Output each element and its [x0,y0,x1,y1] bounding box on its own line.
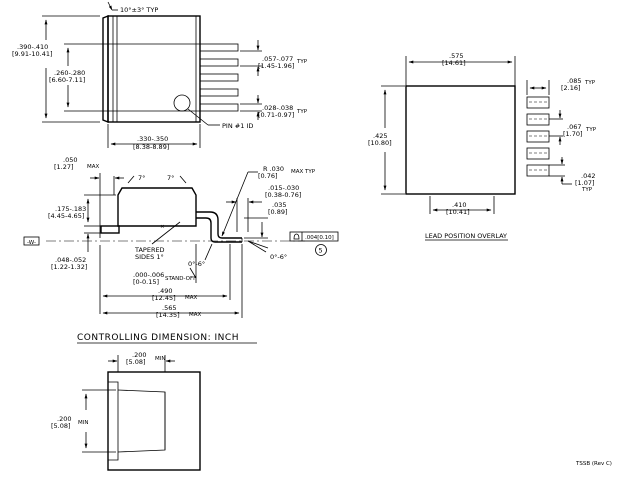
ov-h-mm-label: [10.80] [368,139,392,147]
height-mm-label: [4.45-4.65] [48,212,84,220]
revision-label: TSSB (Rev C) [575,461,612,467]
bot-h-in-label: .200 [57,415,71,423]
standoff-mm-label: [1.22-1.32] [51,263,87,271]
datum-w-label: -W- [27,240,36,246]
pitch-in-label: .057-.077 [262,55,293,63]
sof-mm-label: [0-0.15] [133,278,159,286]
height-in-label: .175-.183 [55,205,86,213]
overlay-leads [526,96,550,177]
ov-h-in-label: .425 [373,132,387,140]
padp-in-label: .067 [567,123,581,131]
len-max-label: MAX [185,295,198,301]
inner-mm-label: [6.60-7.11] [49,76,85,84]
bot-h-min-label: MIN [78,420,88,426]
tapered-line1: TAPERED [134,246,165,254]
total-max-label: MAX [189,312,202,318]
foot-in-label: .015-.030 [268,184,299,192]
tab-angle-label: 10°±3° TYP [120,6,158,14]
foot-mm-label: [0.38-0.76] [265,191,301,199]
datum-w-frame [23,236,40,246]
bot-w-min-label: MIN [155,356,165,362]
tapered-line2: SIDES 1° [135,253,164,261]
feature-control-frame: .004[0.10] 5 [289,231,339,256]
bot-h-mm-label: [5.08] [51,422,71,430]
controlling-dimension-note: CONTROLLING DIMENSION: INCH [77,333,239,343]
lead-position-overlay: .575 [14.61] .425 [10.80] .410 [10.41] [368,52,597,241]
padw-mm-label: [2.16] [561,84,581,92]
padh-in-label: .042 [581,172,595,180]
fcf-value-label: .004[0.10] [305,235,334,241]
bodylen-in-label: .330-.350 [137,135,168,143]
taper-mark-label: × [160,224,165,230]
padp-mm-label: [1.70] [563,130,583,138]
side-view: .050 [1.27] MAX 7° 7° -W- R .030 [0.76] … [23,156,339,319]
total-mm-label: [14.35] [156,311,180,319]
ov-w-mm-label: [14.61] [442,59,466,67]
sof-text-label: STAND-OFF [165,276,196,282]
package-body-side [100,187,243,243]
angle-lead-label: 0°-6° [188,260,205,268]
leadw-in-label: .028-.038 [262,104,293,112]
overlay-title: LEAD POSITION OVERLAY [425,232,507,240]
sof-in-label: .000-.006 [133,271,164,279]
standoff-in-label: .048-.052 [55,256,86,264]
padw-typ-label: TYP [584,80,596,86]
bot-w-mm-label: [5.08] [126,358,146,366]
thick-mm-label: [0.89] [268,208,288,216]
pin1-marker-icon [173,94,191,112]
radius-mm-label: [0.76] [258,172,278,180]
angle-foot-label: 0°-6° [270,253,287,261]
draft-left-label: 7° [138,174,145,182]
bottom-view: .200 [5.08] MIN .200 [5.08] MIN [51,351,201,471]
ov-bot-mm-label: [10.41] [446,208,470,216]
ov-bot-in-label: .410 [452,201,466,209]
padh-typ-label: TYP [581,187,593,193]
width-mm-label: [9.91-10.41] [12,50,53,58]
pin1-label: PIN #1 ID [222,122,253,130]
len-in-label: .490 [158,287,172,295]
padw-in-label: .085 [567,77,581,85]
radius-suffix-label: MAX TYP [291,169,316,175]
inner-in-label: .260-.280 [54,69,85,77]
lead-group-top [199,43,239,112]
padp-typ-label: TYP [585,127,597,133]
pitch-typ-label: TYP [296,59,308,65]
bot-w-in-label: .200 [132,351,146,359]
tab-h-in-label: .050 [63,156,77,164]
tab-h-max-label: MAX [87,164,100,170]
total-in-label: .565 [162,304,176,312]
bodylen-mm-label: [8.38-8.89] [133,143,169,151]
overlay-pad-outline [405,85,516,195]
ov-w-in-label: .575 [449,52,463,60]
leadw-typ-label: TYP [296,109,308,115]
padh-mm-label: [1.07] [575,179,595,187]
radius-in-label: R .030 [263,165,284,173]
note-number-label: 5 [319,247,323,255]
thick-in-label: .035 [272,201,286,209]
leadw-mm-label: [0.71-0.97] [258,111,294,119]
package-body-top [102,14,201,124]
tab-h-mm-label: [1.27] [54,163,74,171]
width-in-label: .390-.410 [17,43,48,51]
draft-right-label: 7° [167,174,174,182]
pitch-mm-label: [1.45-1.96] [258,62,294,70]
len-mm-label: [12.45] [152,294,176,302]
top-view: 10°±3° TYP PIN #1 ID .390-.410 [9.91-10 [12,1,308,151]
